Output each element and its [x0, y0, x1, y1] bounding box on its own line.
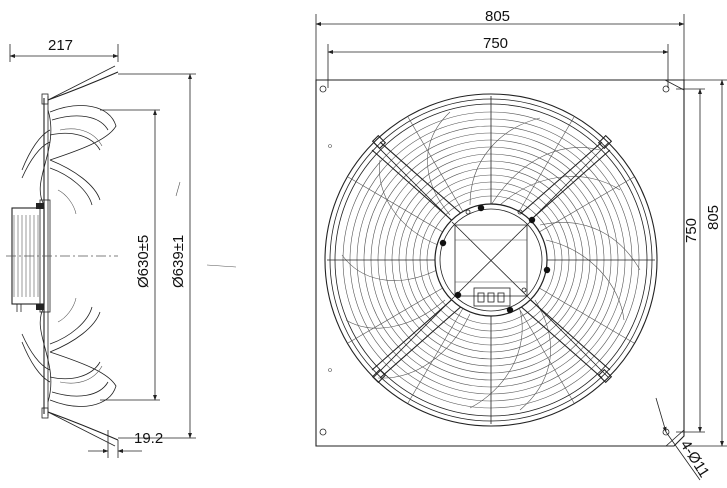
mount-hole-tl — [319, 85, 327, 93]
guard-outer-ring — [324, 93, 658, 427]
front-view: 805 750 750 805 4-Ø11 — [315, 8, 727, 481]
mount-hole-tr — [662, 85, 670, 93]
support-bars — [371, 134, 613, 384]
inner-diameter-label: Ø630±5 — [135, 235, 152, 288]
motor-hub — [434, 203, 551, 317]
flange-offset-label: 19.2 — [134, 430, 163, 447]
motor-body — [11, 199, 51, 313]
impeller-blades-side — [21, 105, 117, 407]
side-width-label: 217 — [48, 37, 73, 54]
hole-spacing-x-label: 750 — [483, 35, 508, 52]
plate-width-label: 805 — [485, 8, 510, 25]
side-view: 217 — [6, 37, 237, 458]
mount-holes-label: 4-Ø11 — [677, 437, 713, 480]
plate-height-label: 805 — [705, 205, 722, 230]
mounting-plate — [315, 79, 685, 447]
hole-spacing-y-label: 750 — [683, 218, 700, 243]
mount-hole-bl — [319, 428, 327, 436]
outer-diameter-label: Ø639±1 — [170, 235, 187, 288]
fan-guard-side — [39, 65, 119, 447]
